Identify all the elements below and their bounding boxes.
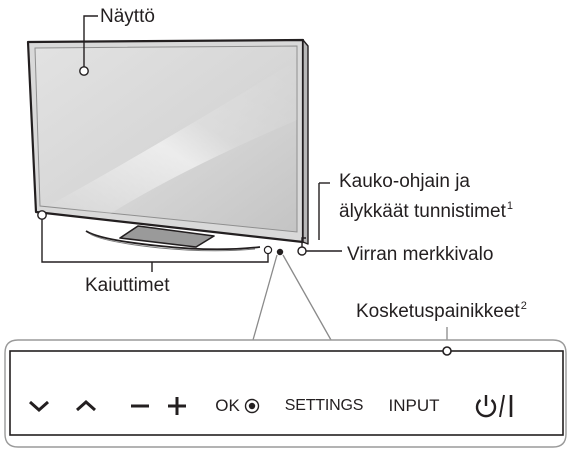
- left-speaker-dot: [37, 210, 47, 220]
- remote-sensor-label-text: älykkäät tunnistimet: [339, 201, 506, 222]
- tv-screen: [34, 45, 298, 233]
- leader-lines: [41, 15, 342, 272]
- tv-stand: [85, 225, 261, 252]
- power-button[interactable]: [468, 391, 522, 421]
- touch-buttons-label: Kosketuspainikkeet2: [356, 300, 527, 325]
- ok-label: OK: [215, 396, 240, 415]
- plus-icon: [168, 397, 186, 415]
- input-label: INPUT: [388, 396, 440, 415]
- power-light-label: Virran merkkivalo: [347, 244, 494, 265]
- chevron-up-icon: [76, 399, 96, 412]
- channel-up-button[interactable]: [69, 391, 103, 421]
- touch-panel-dot: [442, 346, 452, 356]
- chevron-down-icon: [29, 400, 49, 413]
- touch-buttons-label-text: Kosketuspainikkeet: [356, 301, 520, 322]
- right-speaker-dot: [263, 245, 273, 255]
- minus-icon: [131, 404, 149, 408]
- volume-up-button[interactable]: [160, 391, 194, 421]
- remote-sensor-label-line1: Kauko-ohjain ja: [339, 171, 470, 192]
- power-icon: [475, 394, 513, 418]
- screen-dot: [79, 66, 89, 76]
- footnote-1: 1: [506, 200, 513, 212]
- touch-panel-inner: [9, 350, 564, 436]
- screen-label: Näyttö: [100, 6, 155, 27]
- channel-down-button[interactable]: [22, 391, 56, 421]
- speakers-label: Kaiuttimet: [85, 275, 170, 296]
- power-light-dot: [297, 246, 307, 256]
- touch-buttons-dot: [276, 248, 284, 256]
- remote-sensor-label-line2: älykkäät tunnistimet1: [339, 200, 513, 225]
- settings-button[interactable]: SETTINGS: [284, 391, 364, 421]
- settings-label: SETTINGS: [284, 397, 364, 414]
- input-button[interactable]: INPUT: [386, 391, 442, 421]
- ok-button[interactable]: OK: [208, 391, 268, 421]
- ok-target-icon: [244, 398, 259, 414]
- volume-down-button[interactable]: [123, 391, 157, 421]
- footnote-2: 2: [520, 300, 527, 312]
